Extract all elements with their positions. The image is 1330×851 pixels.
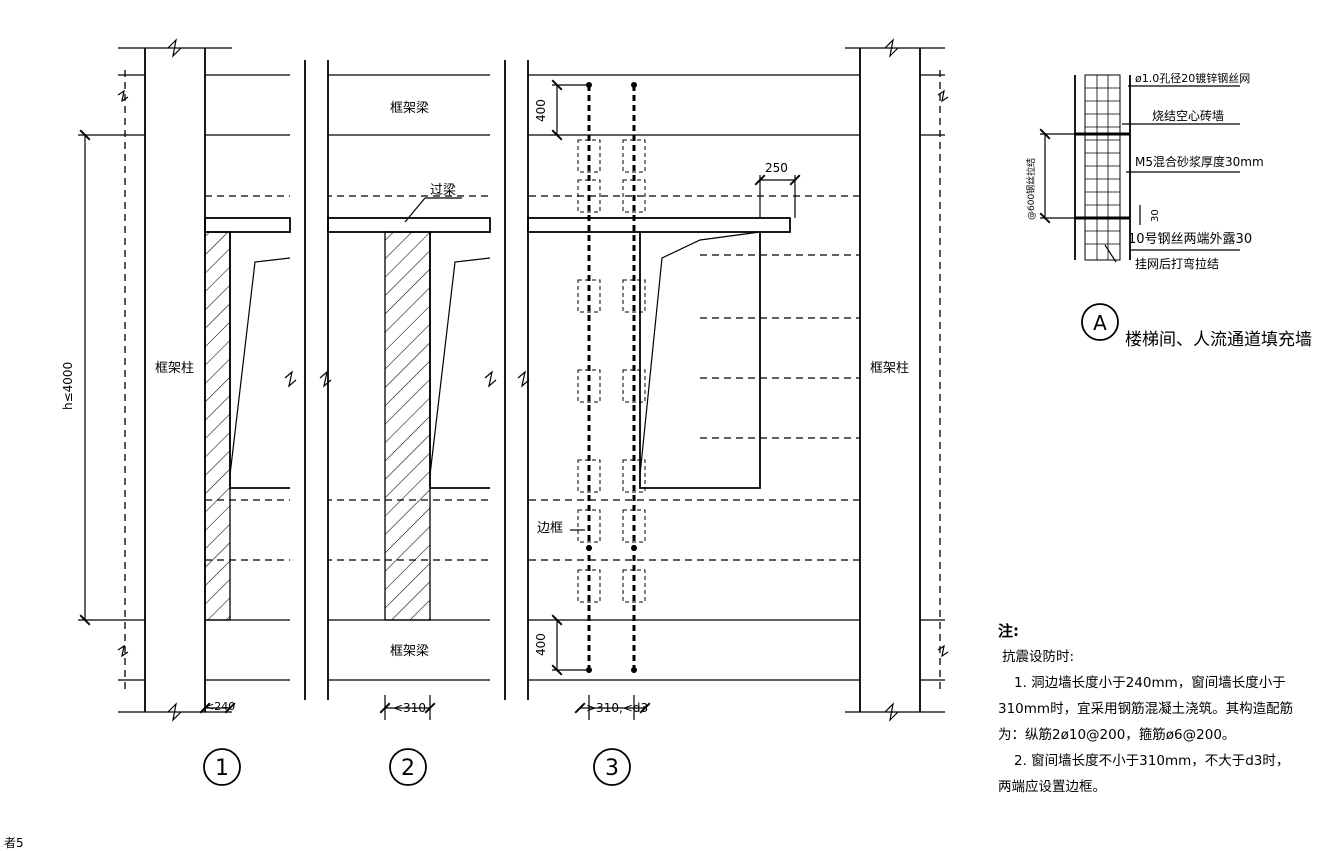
panel-breaks: [284, 60, 530, 700]
detail-label-brick-wall: 烧结空心砖墙: [1152, 108, 1224, 123]
svg-text:A: A: [1093, 311, 1107, 335]
detail-marker-3: 3: [593, 748, 631, 786]
side-frame-label: 边框: [537, 521, 563, 536]
design-notes: 注: 抗震设防时: 1. 洞边墙长度小于240mm，窗间墙长度小于 310mm时…: [998, 618, 1318, 800]
notes-title: 注:: [998, 622, 1019, 640]
notes-line: 2. 窗间墙长度不小于310mm，不大于d3时，: [1014, 753, 1290, 769]
svg-text:1: 1: [215, 756, 229, 781]
detail-label-spacing: @600钢丝拉结: [1025, 158, 1037, 220]
frame-beam-top-label: 框架梁: [390, 101, 429, 116]
lintel: [204, 197, 791, 233]
detail-marker-a: A: [1081, 303, 1119, 341]
frame-column-right-label: 框架柱: [870, 361, 909, 376]
edge-frame: [570, 82, 646, 673]
detail-dim-30: 30: [1150, 209, 1161, 222]
rc-piers: [204, 231, 431, 621]
detail-marker-1: 1: [203, 748, 241, 786]
frame-column-left-label: 框架柱: [155, 361, 194, 376]
dim-400-bottom: 400: [534, 633, 548, 656]
dim-width-2: <310: [393, 701, 426, 715]
dimension-lines: [78, 79, 801, 720]
dim-width-1: <240: [205, 700, 235, 713]
detail-marker-2: 2: [389, 748, 427, 786]
detail-label-mesh: ø1.0孔径20镀锌钢丝网: [1135, 71, 1250, 85]
frame-beam-bottom-label: 框架梁: [390, 644, 429, 659]
lintel-label: 过梁: [430, 183, 456, 198]
dim-250: 250: [765, 161, 788, 175]
page-reference: 者5: [4, 836, 24, 850]
notes-line: 1. 洞边墙长度小于240mm，窗间墙长度小于: [1014, 675, 1286, 691]
dim-width-3: >310,<d3: [586, 701, 648, 715]
svg-text:3: 3: [605, 756, 619, 781]
detail-label-mortar: M5混合砂浆厚度30mm: [1135, 154, 1264, 169]
detail-label-steel-wire: 10号钢丝两端外露30: [1128, 232, 1252, 247]
notes-line: 为：纵筋2ø10@200，箍筋ø6@200。: [998, 727, 1236, 743]
height-dimension-label: h≤4000: [61, 362, 75, 410]
detail-a-title: 楼梯间、人流通道填充墙: [1125, 330, 1312, 350]
notes-line: 抗震设防时:: [1002, 649, 1075, 665]
notes-line: 310mm时，宜采用钢筋混凝土浇筑。其构造配筋: [998, 701, 1294, 717]
detail-label-hook: 挂网后打弯拉结: [1135, 256, 1219, 271]
detail-a-section: [1039, 74, 1240, 263]
right-frame-column: [845, 38, 949, 722]
svg-text:2: 2: [401, 756, 415, 781]
notes-line: 两端应设置边框。: [998, 779, 1106, 795]
dim-400-top: 400: [534, 99, 548, 122]
